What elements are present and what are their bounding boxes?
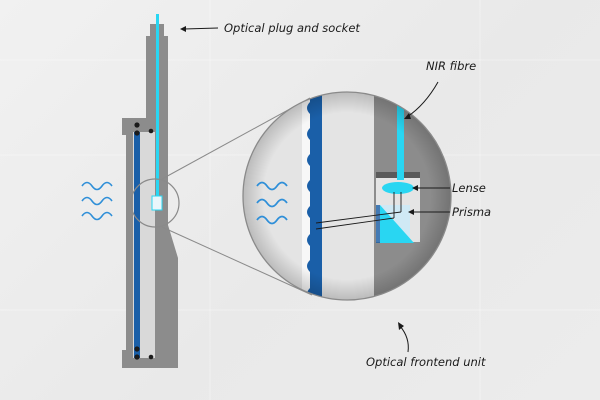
- zoom-line-bottom: [161, 226, 313, 296]
- probe-optic-head: [151, 195, 163, 211]
- wave-icon: [81, 181, 113, 221]
- label-lense: Lense: [452, 181, 486, 195]
- prisma-label-group: Prisma: [408, 205, 491, 219]
- frontend-label-group: Optical frontend unit: [366, 322, 486, 369]
- probe-window: [134, 132, 140, 358]
- probe-housing: [122, 14, 178, 368]
- lense-label-group: Lense: [412, 181, 486, 195]
- label-optical-plug: Optical plug and socket: [224, 21, 360, 35]
- label-prisma: Prisma: [452, 205, 491, 219]
- magnifier-lens: [242, 91, 452, 301]
- nir-label-group: NIR fibre: [404, 59, 476, 119]
- o-ring-seal-icon: [134, 122, 154, 360]
- magnifier-source: [130, 178, 180, 228]
- wave-icon: [256, 181, 288, 225]
- probe-fibre: [156, 14, 159, 204]
- label-frontend-unit: Optical frontend unit: [366, 355, 486, 369]
- label-nir-fibre: NIR fibre: [426, 59, 476, 73]
- plug-label-group: Optical plug and socket: [180, 21, 360, 35]
